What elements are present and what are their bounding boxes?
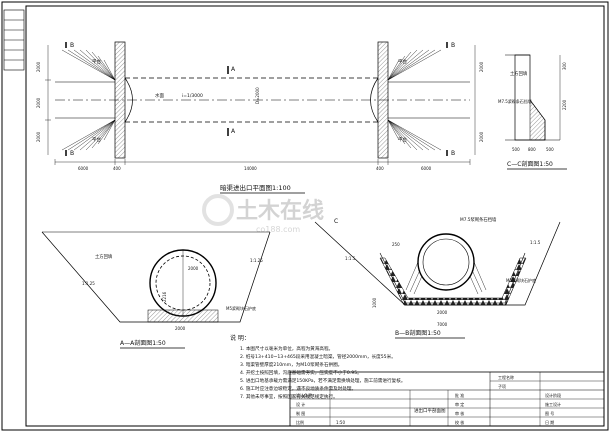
plan-view: B B A A B B 平台 平台 平台 平台 水面 i=1/3000 D=20… [36, 41, 484, 194]
right-slope-fan [387, 49, 442, 151]
tb-row-4: 设计负责 [296, 392, 312, 398]
a-title: A—A剖面图1:50 [120, 339, 166, 347]
dim-left-top: 2000 [36, 61, 41, 72]
tb-sub: 子项 [498, 383, 506, 389]
slope-label: i=1/3000 [182, 93, 203, 99]
watermark-sub: co188.com [256, 225, 300, 234]
c-wall-hatch [529, 99, 546, 141]
section-b-b: C M7.5浆砌条石挡墙 1:1.5 1:1.5 M5浆砌块石护底 250 20… [314, 216, 561, 339]
c-dim-h2: 2200 [562, 99, 567, 110]
a-earth-label: 土方回填 [95, 253, 113, 260]
dim-bottom-main: 14000 [244, 166, 257, 171]
tb-row-3: 校 核 [455, 419, 464, 425]
b-lining-label: M5浆砌块石护底 [506, 277, 536, 283]
b-slope-left: 1:1.5 [345, 256, 356, 261]
c-dim-w1: 500 [512, 147, 520, 152]
tb-company: 工程名称 [498, 374, 514, 380]
tb-row-2: 审 核 [455, 410, 464, 416]
tb-right-2: 图 号 [545, 410, 554, 416]
b-dim-base: 7000 [437, 322, 448, 327]
b-mark-c: C [334, 218, 338, 225]
tb-scale-value: 1:50 [336, 420, 345, 425]
b-dim-w: 2000 [437, 310, 448, 315]
tb-row-5: 设 计 [296, 401, 305, 407]
a-dim-d1: 2000 [188, 266, 199, 271]
a-lining-label: M5浆砌块石护底 [226, 305, 256, 311]
c-wall-label: M7.5浆砌条石挡墙 [498, 98, 532, 104]
plan-mark-b4: B [451, 150, 455, 157]
platform-label-1: 平台 [92, 58, 101, 65]
b-dim-side: 1000 [372, 297, 377, 308]
dim-right-top: 2000 [479, 61, 484, 72]
platform-label-4: 平台 [398, 136, 407, 143]
c-dim-w2: 800 [528, 147, 536, 152]
b-slope-right: 1:1.5 [530, 240, 541, 245]
watermark: 土木在线 co188.com [202, 194, 324, 234]
plan-title: 暗渠进出口平面图1:100 [220, 183, 291, 192]
dim-left-bot: 2000 [36, 131, 41, 142]
c-earth-label: 土方回填 [510, 70, 528, 77]
tb-right-0: 设计阶段 [545, 392, 561, 398]
c-dim-h1: 300 [562, 62, 567, 70]
pipe-dim-label: D=2000 [255, 87, 260, 104]
c-dim-w3: 500 [546, 147, 554, 152]
note-item-2: 2. 桩号13+410~13+465段采用混凝土暗渠，管径2000mm，长度55… [240, 355, 396, 360]
note-item-7: 7. 其他未尽事宜，按照国家有关规范规定执行。 [240, 395, 338, 400]
plan-mark-b1: B [70, 42, 74, 49]
note-item-4: 4. 开挖土按照回填，沟底基础需夯实，压实度不小于0.95。 [240, 371, 362, 376]
b-wall-label: M7.5浆砌条石挡墙 [460, 216, 497, 223]
a-dim-d2: 2216 [162, 291, 167, 302]
a-slope-left: 1:1.25 [82, 281, 95, 286]
dim-bottom-b: 400 [376, 166, 384, 171]
plan-mark-a1: A [231, 66, 236, 73]
tb-row-6: 制 图 [296, 410, 305, 416]
left-slope-fan [61, 49, 116, 151]
tb-row-1: 审 定 [455, 401, 464, 407]
notes-heading: 说 明： [230, 335, 250, 342]
tb-right-3: 日 期 [545, 419, 554, 425]
c-title: C—C剖面图1:50 [507, 160, 553, 168]
dim-right-bot: 2000 [479, 131, 484, 142]
dim-left-mid: 2000 [36, 97, 41, 108]
section-a-a: 土方回填 1:1.25 1:1.25 M5浆砌块石护底 2000 2216 20… [41, 231, 271, 349]
note-item-6: 6. 施工时应注意边坡稳定，遇不良地质条件需及时处理。 [240, 387, 357, 392]
tb-drawing-name: 进出口平剖面图 [414, 407, 446, 414]
water-label: 水面 [155, 92, 164, 99]
dim-bottom-left: 6000 [78, 166, 89, 171]
plan-mark-a2: A [231, 128, 236, 135]
b-dim-h: 250 [392, 242, 400, 247]
b-pipe-outer [417, 233, 475, 291]
dim-bottom-a: 400 [113, 166, 121, 171]
note-item-5: 5. 进出口地基承载力需满足150KPa，若不满足需换填处理，施工前需进行复核。 [240, 379, 406, 384]
note-item-1: 1. 本图尺寸以毫米为单位，高程为黄海高程。 [240, 347, 334, 352]
plan-mark-b3: B [451, 42, 455, 49]
tb-scale: 比例 [296, 419, 304, 425]
tb-row-0: 批 准 [455, 392, 464, 398]
platform-label-2: 平台 [92, 136, 101, 143]
b-title: B—B剖面图1:50 [395, 329, 441, 337]
a-slope-right: 1:1.25 [250, 258, 263, 263]
platform-label-3: 平台 [398, 58, 407, 65]
b-stone-lining [379, 257, 527, 306]
note-item-3: 3. 暗渠管壁厚度210mm，为M10浆砌条石拱圈。 [240, 363, 343, 368]
a-dim-w: 2000 [175, 326, 186, 331]
dim-bottom-right: 6000 [421, 166, 432, 171]
section-c-c: 土方回填 M7.5浆砌条石挡墙 300 2200 500 800 500 C—C… [498, 54, 567, 170]
plan-mark-b2: B [70, 150, 74, 157]
title-block: 工程名称 子项 批 准 审 定 审 核 校 核 设计阶段 施工设计 图 号 日 … [289, 371, 605, 427]
watermark-main: 土木在线 [236, 198, 324, 224]
tb-right-1: 施工设计 [545, 401, 561, 407]
